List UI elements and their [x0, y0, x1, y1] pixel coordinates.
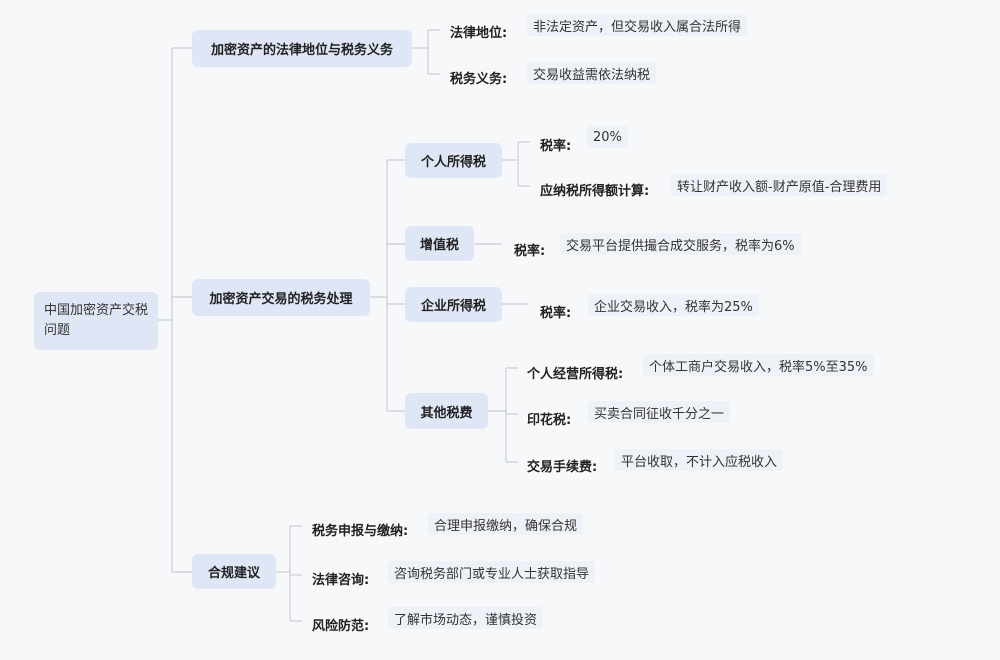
legal-consult-value: 咨询税务部门或专业人士获取指导	[388, 561, 596, 583]
legal-status-label: 法律地位:	[450, 25, 508, 41]
taxable-income-label: 应纳税所得额计算:	[540, 183, 650, 199]
branch-compliance[interactable]: 合规建议	[192, 554, 276, 589]
filing-value: 合理申报缴纳，确保合规	[428, 513, 584, 535]
taxable-income-value: 转让财产收入额-财产原值-合理费用	[671, 174, 888, 196]
corporate-rate-value: 企业交易收入，税率为25%	[588, 294, 759, 316]
stamp-duty-value: 买卖合同征收千分之一	[588, 401, 731, 423]
risk-prevention-label: 风险防范:	[312, 618, 370, 634]
tax-duty-label: 税务义务:	[450, 71, 508, 87]
branch-legal[interactable]: 加密资产的法律地位与税务义务	[192, 30, 412, 67]
corporate-rate-label: 税率:	[540, 305, 572, 321]
node-personal-income-tax[interactable]: 个人所得税	[405, 143, 502, 178]
corporate-income-tax-label: 企业所得税	[420, 299, 486, 314]
stamp-duty-label: 印花税:	[527, 412, 572, 428]
node-vat[interactable]: 增值税	[405, 226, 474, 261]
branch-tax-label: 加密资产交易的税务处理	[209, 292, 353, 307]
legal-status-value: 非法定资产，但交易收入属合法所得	[527, 14, 748, 36]
vat-rate-label: 税率:	[514, 243, 546, 259]
business-income-tax-value: 个体工商户交易收入，税率5%至35%	[643, 354, 874, 376]
vat-label: 增值税	[419, 238, 459, 253]
root-node[interactable]: 中国加密资产交税问题	[34, 292, 158, 350]
branch-compliance-label: 合规建议	[207, 566, 260, 581]
transaction-fee-value: 平台收取，不计入应税收入	[615, 449, 784, 471]
vat-rate-value: 交易平台提供撮合成交服务，税率为6%	[560, 233, 801, 255]
legal-consult-label: 法律咨询:	[312, 572, 370, 588]
business-income-tax-label: 个人经营所得税:	[527, 366, 624, 382]
risk-prevention-value: 了解市场动态，谨慎投资	[388, 607, 544, 629]
tax-duty-value: 交易收益需依法纳税	[527, 62, 657, 84]
other-taxes-label: 其他税费	[420, 405, 473, 421]
branch-legal-label: 加密资产的法律地位与税务义务	[210, 43, 393, 58]
node-other-taxes[interactable]: 其他税费	[405, 393, 488, 429]
branch-tax[interactable]: 加密资产交易的税务处理	[192, 279, 370, 316]
node-corporate-income-tax[interactable]: 企业所得税	[405, 287, 502, 322]
personal-rate-value: 20%	[587, 126, 628, 148]
transaction-fee-label: 交易手续费:	[527, 459, 598, 475]
personal-income-tax-label: 个人所得税	[420, 155, 486, 170]
filing-label: 税务申报与缴纳:	[312, 523, 409, 539]
personal-rate-label: 税率:	[540, 138, 572, 154]
root-label: 中国加密资产交税问题	[44, 303, 149, 338]
